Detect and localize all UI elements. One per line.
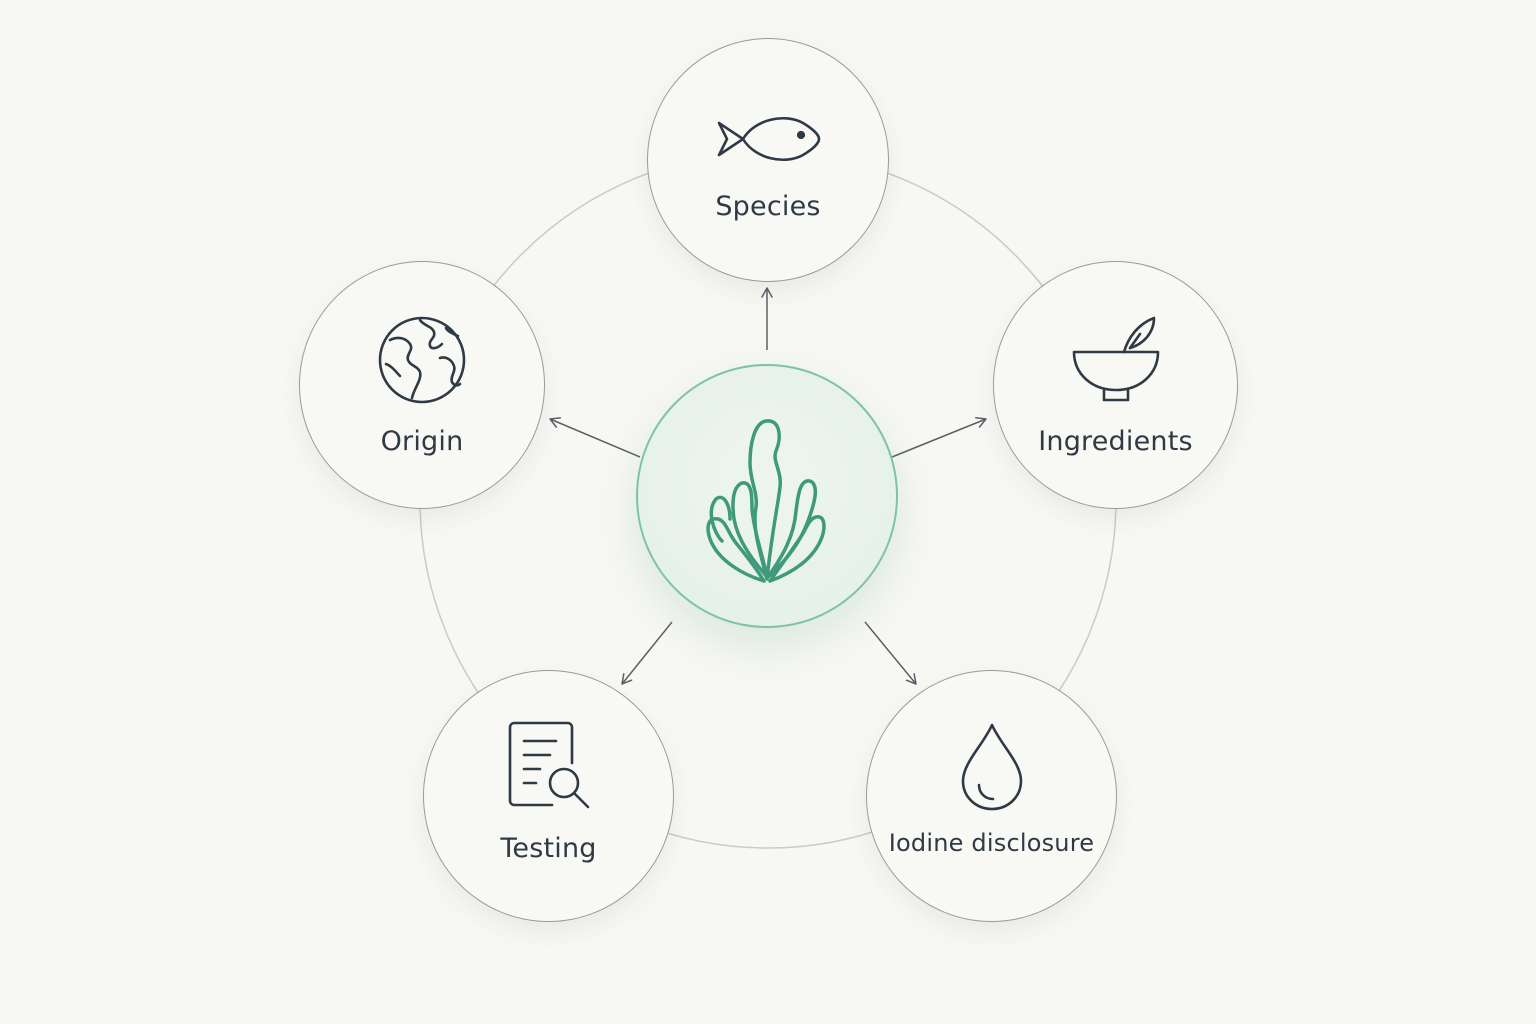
node-label: Ingredients bbox=[1038, 426, 1193, 457]
arrow-to-testing bbox=[621, 621, 673, 685]
arrow-to-origin bbox=[549, 417, 641, 458]
node-label: Species bbox=[715, 191, 821, 222]
arrow-to-ingredients bbox=[891, 416, 987, 458]
node-iodine-disclosure: Iodine disclosure bbox=[866, 670, 1117, 922]
fish-icon bbox=[717, 116, 821, 162]
globe-icon bbox=[378, 316, 466, 404]
hub-node bbox=[636, 364, 898, 628]
document-search-icon bbox=[508, 721, 589, 809]
node-testing: Testing bbox=[423, 670, 674, 922]
node-label: Testing bbox=[500, 833, 597, 864]
node-label: Iodine disclosure bbox=[888, 829, 1095, 857]
node-origin: Origin bbox=[299, 261, 545, 509]
droplet-icon bbox=[961, 723, 1022, 811]
node-ingredients: Ingredients bbox=[993, 261, 1238, 509]
seaweed-icon bbox=[706, 419, 826, 583]
bowl-leaf-icon bbox=[1072, 316, 1159, 402]
node-label: Origin bbox=[380, 426, 464, 457]
arrow-to-iodine bbox=[864, 621, 917, 685]
node-species: Species bbox=[647, 38, 889, 282]
